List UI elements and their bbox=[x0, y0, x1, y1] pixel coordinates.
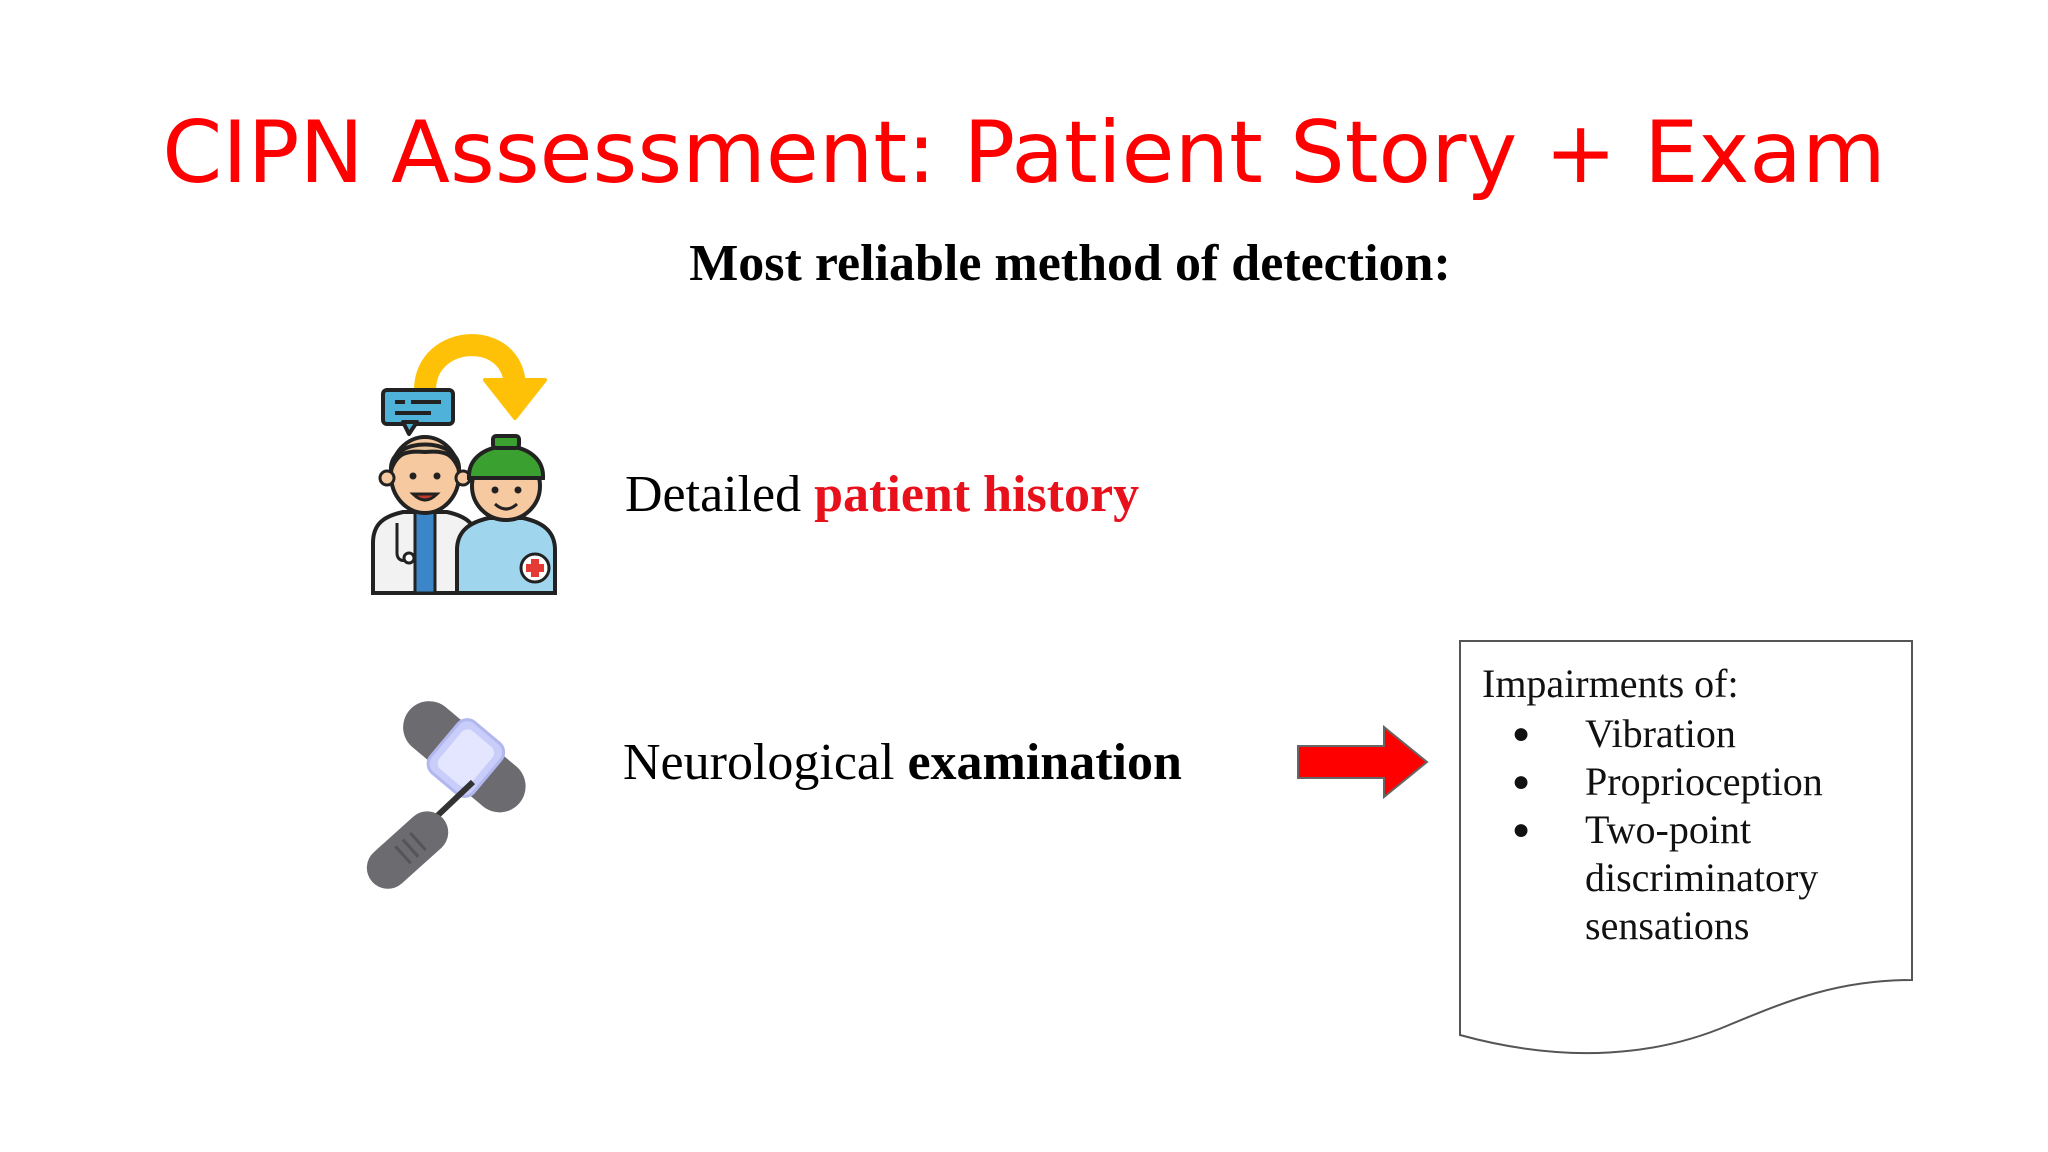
doctor-patient-conversation-icon bbox=[371, 334, 557, 595]
bullet-icon: ● bbox=[1512, 765, 1531, 798]
exam-prefix: Neurological bbox=[623, 734, 908, 791]
reflex-hammer-icon bbox=[366, 701, 526, 889]
exam-bold: examination bbox=[907, 734, 1182, 791]
list-item: ●Two-point discriminatory sensations bbox=[1512, 807, 1819, 948]
impairments-list: ●Vibration ●Proprioception ●Two-point di… bbox=[1482, 710, 1902, 950]
impairments-heading: Impairments of: bbox=[1482, 661, 1739, 706]
impairments-list-box: Impairments of: ●Vibration ●Propriocepti… bbox=[1482, 660, 1902, 950]
neurological-exam-text: Neurological examination bbox=[623, 730, 1182, 796]
bullet-icon: ● bbox=[1512, 717, 1531, 750]
patient-history-text: Detailed patient history bbox=[625, 462, 1139, 528]
slide-subtitle: Most reliable method of detection: bbox=[689, 235, 1451, 292]
list-item: ●Proprioception bbox=[1512, 759, 1823, 804]
bullet-icon: ● bbox=[1512, 813, 1531, 846]
slide-title: CIPN Assessment: Patient Story + Exam bbox=[162, 103, 1886, 203]
history-highlight: patient history bbox=[814, 466, 1140, 523]
right-arrow-icon bbox=[1297, 724, 1429, 800]
list-item: ●Vibration bbox=[1512, 711, 1736, 756]
history-prefix: Detailed bbox=[625, 466, 815, 523]
impairments-document-shape bbox=[1459, 640, 1913, 1055]
